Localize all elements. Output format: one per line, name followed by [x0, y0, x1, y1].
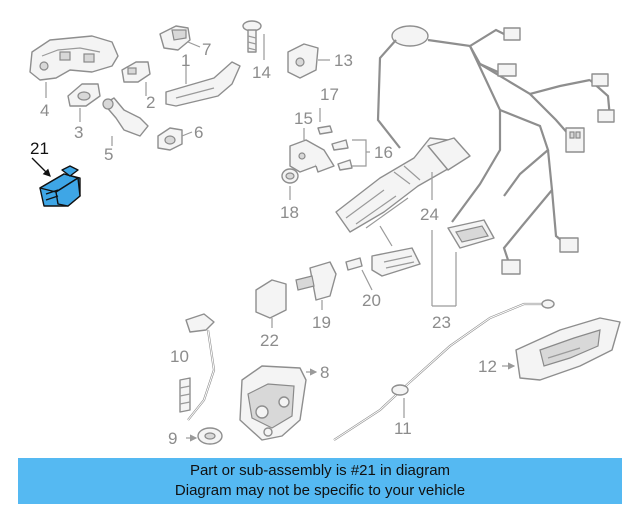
part-22-cap: [255, 279, 287, 328]
callout-14: 14: [252, 63, 271, 82]
part-9-screw: [186, 427, 223, 445]
banner-line-1: Part or sub-assembly is #21 in diagram: [189, 462, 451, 479]
part-16-screws: [317, 108, 370, 171]
part-15-striker-bracket: [289, 128, 335, 173]
part-6-bezel: [157, 127, 193, 151]
callout-23: 23: [432, 313, 451, 332]
callout-12: 12: [478, 357, 497, 376]
callout-3: 3: [74, 123, 83, 142]
callout-18: 18: [280, 203, 299, 222]
part-24-conduit: [335, 137, 471, 247]
part-11-release-cable: [333, 299, 555, 441]
callout-22: 22: [260, 331, 279, 350]
part-10-cable: [179, 313, 216, 421]
part-4-handle-carrier: [29, 35, 119, 98]
callout-21: 21: [30, 139, 49, 158]
callout-4: 4: [40, 101, 49, 120]
part-21-highlighted[interactable]: [31, 157, 81, 207]
callout-2: 2: [146, 93, 155, 112]
callout-16: 16: [374, 143, 393, 162]
parts-diagram: 1 2 3 4 5 6 7 8 9 10 11 12 13 14 15 16 1…: [29, 20, 621, 448]
part-7-cap: [159, 25, 201, 51]
part-19-sensor: [295, 261, 337, 310]
callout-19: 19: [312, 313, 331, 332]
callout-6: 6: [194, 123, 203, 142]
callout-20: 20: [362, 291, 381, 310]
info-banner: Part or sub-assembly is #21 in diagram D…: [18, 458, 622, 504]
part-13-hinge-plate: [287, 43, 330, 79]
callout-11: 11: [394, 419, 412, 438]
part-14-bolt: [242, 20, 265, 60]
part-8-door-latch: [239, 365, 318, 441]
part-5-lock-cylinder: [102, 97, 149, 146]
part-18-grommet: [281, 168, 299, 200]
wiring-harness: [376, 25, 615, 275]
callout-17: 17: [320, 85, 339, 104]
callout-10: 10: [170, 347, 189, 366]
banner-line-2: Diagram may not be specific to your vehi…: [174, 482, 466, 499]
part-3-handle-cap: [67, 83, 101, 122]
callout-8: 8: [320, 363, 329, 382]
callout-15: 15: [294, 109, 313, 128]
callout-13: 13: [334, 51, 353, 70]
callout-1: 1: [181, 51, 190, 70]
callout-24: 24: [420, 205, 439, 224]
callout-7: 7: [202, 40, 211, 59]
part-20-lamp: [345, 247, 421, 291]
callout-9: 9: [168, 429, 177, 448]
callout-5: 5: [104, 145, 113, 164]
part-12-interior-handle: [502, 317, 621, 381]
part-23-control-module: [431, 219, 495, 307]
part-2-cover: [121, 61, 151, 96]
part-1-door-handle: [165, 56, 241, 107]
